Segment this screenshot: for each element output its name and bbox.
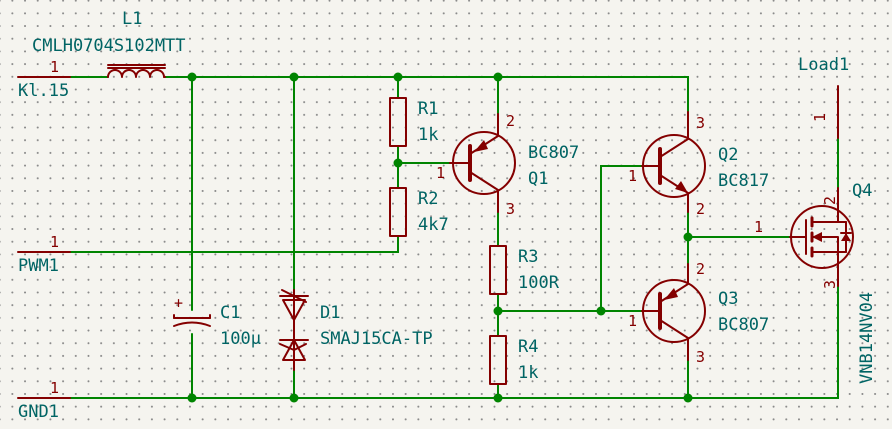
pin-number: 3 [821, 280, 839, 289]
polarity-mark: + [174, 294, 183, 312]
junction [289, 72, 299, 82]
component-value: 1k [518, 363, 538, 383]
connector-label: GND1 [18, 402, 59, 422]
wire-vbat-rail [164, 76, 689, 113]
wire-r2-pwm [69, 235, 399, 253]
component-value: 1k [418, 125, 438, 145]
connector-pin-number: 1 [50, 233, 59, 251]
connector-label: PWM1 [18, 256, 59, 276]
component-ref: Q4 [852, 181, 872, 201]
pin-number: 2 [821, 196, 839, 205]
wire-q2q3-bases [600, 165, 643, 312]
component-value: BC807 [718, 315, 769, 335]
connector-load1: Load1 1 [798, 55, 849, 139]
wire-gnd-rail [69, 285, 839, 399]
component-value: VNB14NV04 [857, 292, 877, 384]
connector-pin-number: 1 [50, 379, 59, 397]
pin-number: 2 [696, 200, 705, 218]
junction [187, 393, 197, 403]
pin-number: 3 [696, 348, 705, 366]
connector-kl15: 1 Kl.15 [17, 58, 71, 101]
component-ref: Q3 [718, 289, 738, 309]
junction [393, 158, 403, 168]
pin-number: 1 [628, 312, 637, 330]
connector-pin-number: 1 [811, 113, 829, 122]
component-ref: R4 [518, 337, 538, 357]
junction [493, 393, 503, 403]
component-ref: D1 [320, 303, 340, 323]
junction [393, 72, 403, 82]
pin-number: 2 [696, 260, 705, 278]
resistor-r4: R4 1k [489, 335, 538, 385]
component-value: CMLH0704S102MTT [32, 36, 186, 56]
component-ref: R2 [418, 189, 438, 209]
junctions [187, 72, 693, 403]
junction [187, 72, 197, 82]
connector-label: Load1 [798, 55, 849, 75]
junction [596, 306, 606, 316]
component-ref: C1 [220, 303, 240, 323]
junction [493, 72, 503, 82]
junction [683, 393, 693, 403]
junction [683, 232, 693, 242]
component-ref: R3 [518, 247, 538, 267]
resistor-r3: R3 100R [489, 245, 560, 295]
wires [69, 76, 839, 399]
mosfet-q4: 1 2 3 Q4 VNB14NV04 [754, 181, 877, 384]
component-value: BC817 [718, 171, 769, 191]
pin-number: 3 [696, 114, 705, 132]
transistor-q3: 1 2 3 Q3 BC807 [628, 260, 769, 366]
junction [289, 393, 299, 403]
component-ref: Q1 [528, 169, 548, 189]
component-ref: R1 [418, 99, 438, 119]
tvs-diode-d1: D1 SMAJ15CA-TP [279, 289, 433, 371]
pin-number: 1 [628, 167, 637, 185]
inductor-l1: L1 CMLH0704S102MTT [32, 9, 186, 78]
component-value: BC807 [528, 143, 579, 163]
connector-pin-number: 1 [50, 58, 59, 76]
resistor-r2: R2 4k7 [389, 187, 449, 237]
component-ref: L1 [122, 9, 142, 29]
component-ref: Q2 [718, 145, 738, 165]
component-value: 100R [518, 273, 560, 293]
pin-number: 2 [506, 112, 515, 130]
pin-number: 1 [436, 164, 445, 182]
capacitor-c1: + C1 100µ [173, 294, 261, 349]
component-value: 100µ [220, 329, 261, 349]
transistor-q2: 1 3 2 Q2 BC817 [628, 111, 769, 218]
connector-label: Kl.15 [18, 81, 69, 101]
resistor-r1: R1 1k [389, 97, 438, 147]
pin-number: 1 [754, 218, 763, 236]
pin-number: 3 [506, 200, 515, 218]
component-value: 4k7 [418, 215, 449, 235]
junction [493, 306, 503, 316]
connector-pwm1: 1 PWM1 [17, 233, 71, 276]
transistor-q1: 1 2 3 BC807 Q1 [436, 112, 579, 218]
component-value: SMAJ15CA-TP [320, 329, 433, 349]
connector-gnd1: 1 GND1 [17, 379, 71, 422]
